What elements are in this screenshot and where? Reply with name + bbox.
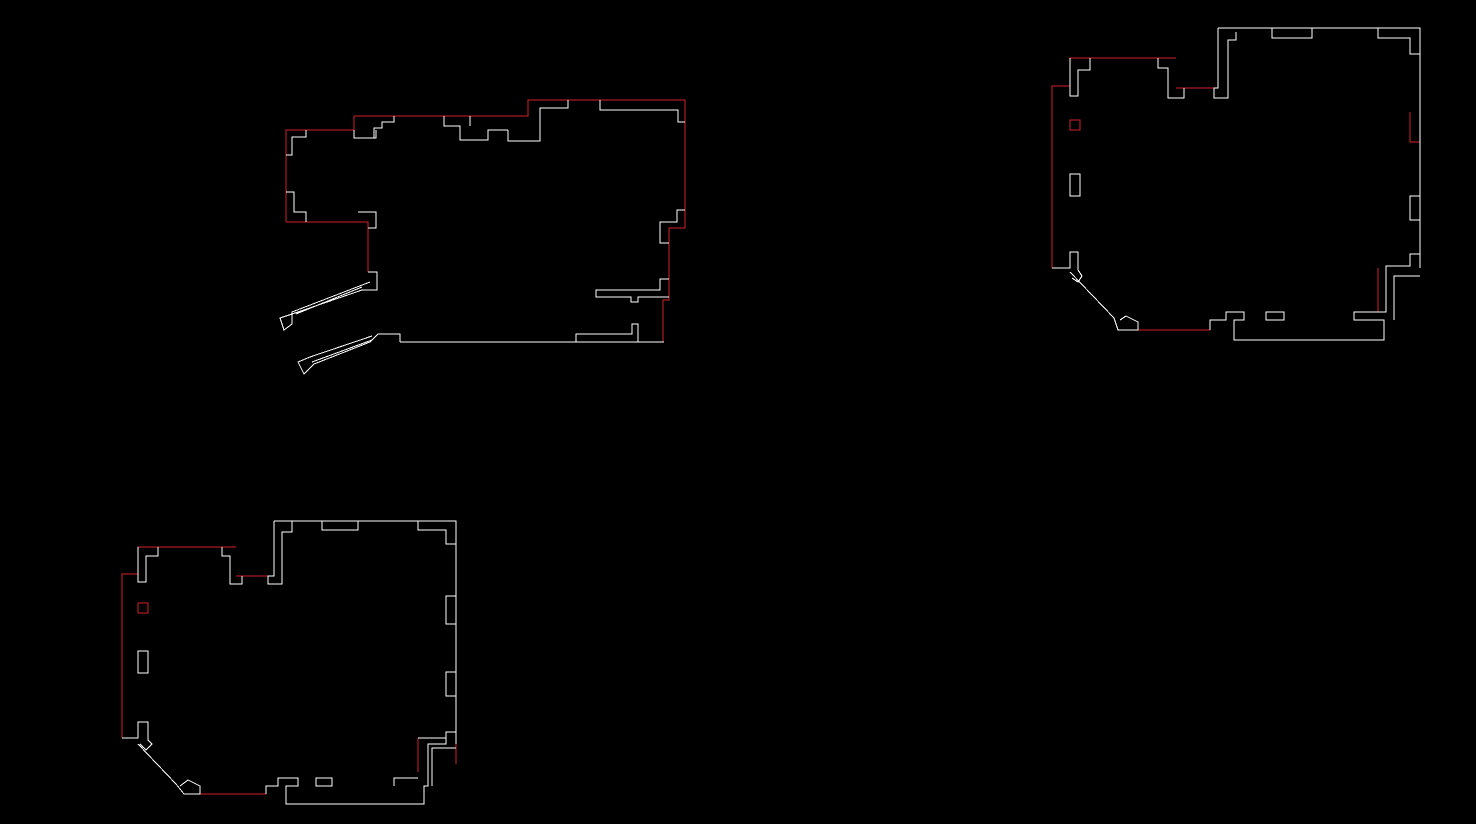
floor-plan-2 xyxy=(1051,27,1421,341)
floor-plan-1-outline xyxy=(285,99,686,342)
floor-plan-3-outline xyxy=(121,522,457,795)
floor-plan-3 xyxy=(121,520,457,805)
floor-plan-2-walls xyxy=(1052,27,1421,341)
floor-plan-3-walls xyxy=(122,520,457,805)
floor-plan-1-walls xyxy=(279,100,685,375)
floor-plan-2-outline xyxy=(1051,57,1420,331)
floor-plan-1 xyxy=(279,99,686,375)
